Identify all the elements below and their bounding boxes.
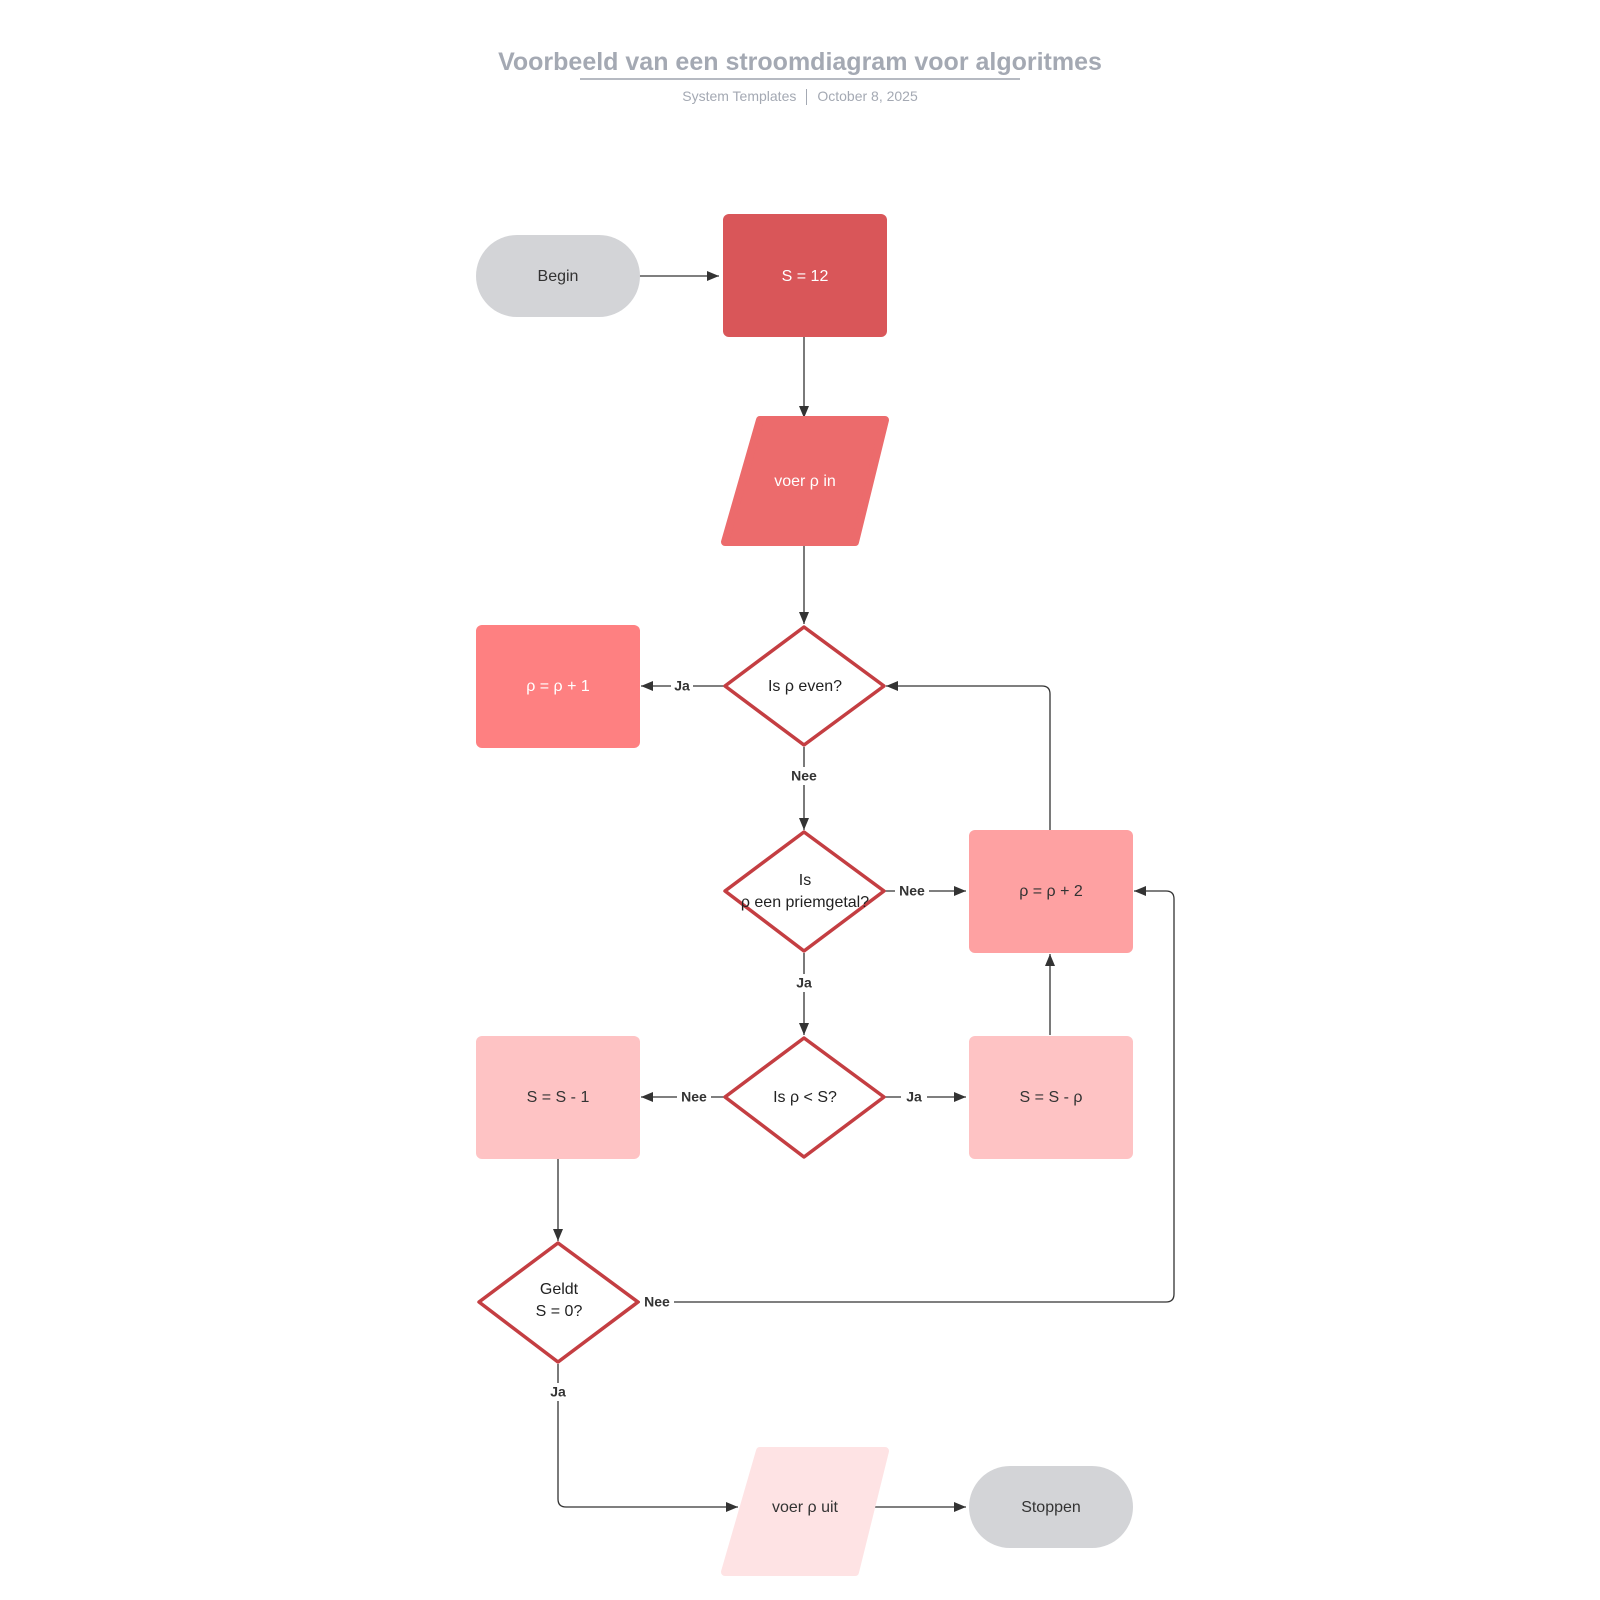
edge-zero-to-p-plus-2 — [638, 886, 1175, 1303]
author-label: System Templates — [682, 88, 797, 104]
node-less-decision[interactable]: Is ρ < S? — [723, 1036, 886, 1159]
edge-label-bg — [677, 1088, 711, 1106]
node-s12[interactable]: S = 12 — [723, 214, 887, 337]
node-output-label: voer ρ uit — [772, 1499, 839, 1516]
decision-shape — [723, 830, 886, 953]
node-prime-label-line1: Is — [799, 872, 811, 889]
node-begin[interactable]: Begin — [476, 235, 640, 317]
node-s-minus-p-label: S = S - ρ — [1020, 1089, 1083, 1106]
process-shape — [723, 214, 887, 337]
node-s-minus-1-label: S = S - 1 — [527, 1089, 590, 1106]
decision-shape — [477, 1241, 640, 1364]
edge-p-plus-2-to-even — [886, 681, 1051, 830]
io-shape — [721, 416, 889, 546]
edge-label-bg — [895, 882, 929, 900]
diagram-header: Voorbeeld van een stroomdiagram voor alg… — [0, 40, 1600, 106]
node-begin-label: Begin — [538, 268, 579, 285]
node-p-plus-1[interactable]: ρ = ρ + 1 — [476, 625, 640, 748]
edge-label-nee-less: Nee — [681, 1089, 707, 1105]
node-s-minus-1[interactable]: S = S - 1 — [476, 1036, 640, 1159]
decision-shape — [723, 1036, 886, 1159]
edge-label-bg — [791, 974, 817, 992]
node-s12-label: S = 12 — [782, 268, 829, 285]
terminal-shape — [969, 1466, 1133, 1548]
edge-label-bg — [671, 677, 693, 695]
node-zero-label-line1: Geldt — [540, 1281, 579, 1298]
edge-label-ja-even: Ja — [674, 678, 690, 694]
node-p-plus-2-label: ρ = ρ + 2 — [1019, 883, 1083, 900]
edge-label-ja-prime: Ja — [796, 975, 812, 991]
process-shape — [476, 1036, 640, 1159]
date-label: October 8, 2025 — [817, 88, 918, 104]
process-shape — [969, 1036, 1133, 1159]
node-prime-label-line2: ρ een priemgetal? — [741, 894, 869, 911]
document-meta: System Templates October 8, 2025 — [0, 88, 1600, 106]
node-zero-decision[interactable]: Geldt S = 0? — [477, 1241, 640, 1364]
node-s-minus-p[interactable]: S = S - ρ — [969, 1036, 1133, 1159]
edge-label-nee-prime: Nee — [899, 883, 925, 899]
edge-label-bg — [640, 1293, 674, 1311]
node-p-plus-2[interactable]: ρ = ρ + 2 — [969, 830, 1133, 953]
node-input[interactable]: voer ρ in — [721, 416, 889, 546]
io-shape — [721, 1447, 889, 1576]
edge-label-nee-even: Nee — [791, 768, 817, 784]
process-shape — [969, 830, 1133, 953]
edge-label-bg — [545, 1383, 571, 1401]
node-output[interactable]: voer ρ uit — [721, 1447, 889, 1576]
node-even-decision[interactable]: Is ρ even? — [723, 625, 886, 747]
node-input-label: voer ρ in — [774, 473, 836, 490]
node-even-label: Is ρ even? — [768, 678, 842, 695]
edge-label-nee-zero: Nee — [644, 1294, 670, 1310]
title-underline — [580, 78, 1020, 80]
page-title: Voorbeeld van een stroomdiagram voor alg… — [498, 48, 1102, 76]
edge-label-bg — [784, 767, 824, 785]
decision-shape — [723, 625, 886, 747]
node-p-plus-1-label: ρ = ρ + 1 — [526, 678, 590, 695]
node-stop-label: Stoppen — [1021, 1499, 1081, 1516]
edge-label-ja-zero: Ja — [550, 1384, 566, 1400]
terminal-shape — [476, 235, 640, 317]
node-stop[interactable]: Stoppen — [969, 1466, 1133, 1548]
edge-label-ja-less: Ja — [906, 1089, 922, 1105]
edge-zero-to-output — [557, 1364, 738, 1512]
node-prime-decision[interactable]: Is ρ een priemgetal? — [723, 830, 886, 953]
process-shape — [476, 625, 640, 748]
node-less-label: Is ρ < S? — [773, 1089, 837, 1106]
edge-label-bg — [901, 1088, 927, 1106]
meta-separator — [806, 89, 808, 106]
node-zero-label-line2: S = 0? — [536, 1303, 583, 1320]
